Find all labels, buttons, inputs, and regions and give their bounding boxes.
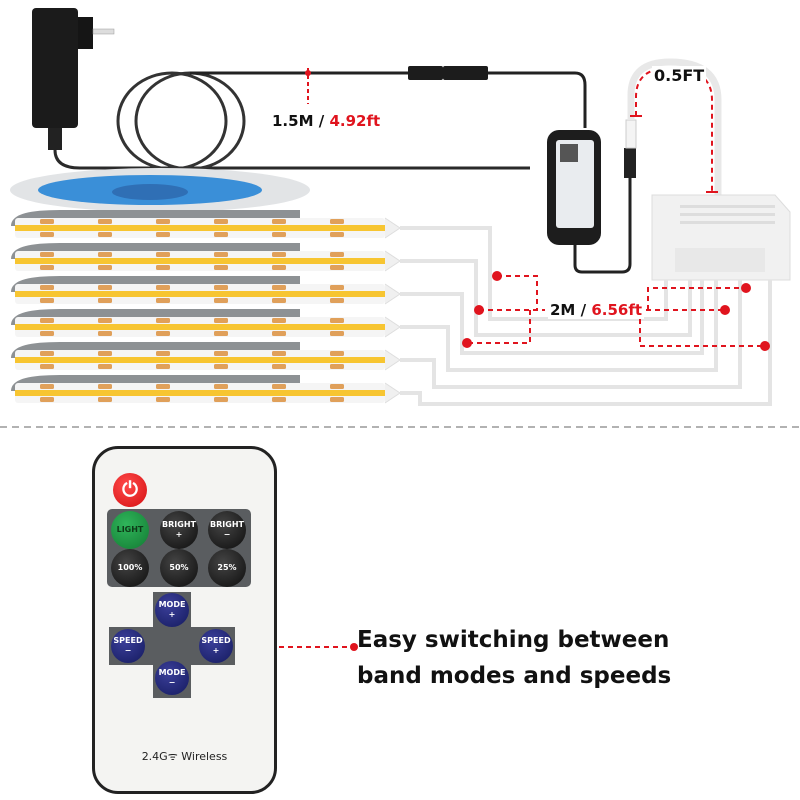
led-strip-reel xyxy=(10,168,310,212)
led-strip xyxy=(11,375,401,404)
feature-caption: Easy switching between band modes and sp… xyxy=(357,622,671,694)
strip-lead-wire xyxy=(400,280,718,372)
bright-minus-button[interactable]: BRIGHT− xyxy=(208,511,246,549)
wireless-label: 2.4Gᯤ Wireless xyxy=(141,750,228,763)
remote-control: ⏻ LIGHT BRIGHT+ BRIGHT− 100% 50% 25% MOD… xyxy=(92,446,277,794)
button-panel: LIGHT BRIGHT+ BRIGHT− 100% 50% 25% xyxy=(107,509,251,587)
splitter-box xyxy=(651,194,791,281)
strip-lead-wire xyxy=(400,280,704,355)
strip-lead-wire xyxy=(400,259,692,337)
strip-dim-lines xyxy=(467,275,765,347)
bright-plus-button[interactable]: BRIGHT+ xyxy=(160,511,198,549)
led-strip xyxy=(11,243,401,272)
led-strip xyxy=(11,342,401,371)
power-adapter xyxy=(32,8,587,171)
strip-lead-length: 2M / 6.56ft xyxy=(548,301,645,319)
mode-minus-button[interactable]: MODE− xyxy=(155,661,189,695)
strip-lead-wire xyxy=(400,226,668,321)
led-strip xyxy=(11,210,401,239)
speed-minus-button[interactable]: SPEED− xyxy=(111,629,145,663)
led-strip xyxy=(11,309,401,338)
led-strip xyxy=(11,276,401,305)
pigtail-dim-line xyxy=(635,66,713,192)
pigtail-length: 0.5FT xyxy=(652,66,707,85)
wifi-controller xyxy=(547,119,637,274)
brightness-100-button[interactable]: 100% xyxy=(111,549,149,587)
speed-plus-button[interactable]: SPEED+ xyxy=(199,629,233,663)
adapter-cable-length: 1.5M / 4.92ft xyxy=(270,112,383,130)
mode-plus-button[interactable]: MODE+ xyxy=(155,593,189,627)
caption-line-1: Easy switching between xyxy=(357,627,670,653)
light-button[interactable]: LIGHT xyxy=(111,511,149,549)
power-icon: ⏻ xyxy=(122,478,138,501)
wifi-icon: ᯤ xyxy=(167,750,182,763)
brightness-50-button[interactable]: 50% xyxy=(160,549,198,587)
strip-lead-wire xyxy=(400,280,742,389)
brightness-25-button[interactable]: 25% xyxy=(208,549,246,587)
caption-line-2: band modes and speeds xyxy=(357,663,672,689)
strip-lead-wire xyxy=(400,280,772,406)
power-button[interactable]: ⏻ xyxy=(113,473,147,507)
